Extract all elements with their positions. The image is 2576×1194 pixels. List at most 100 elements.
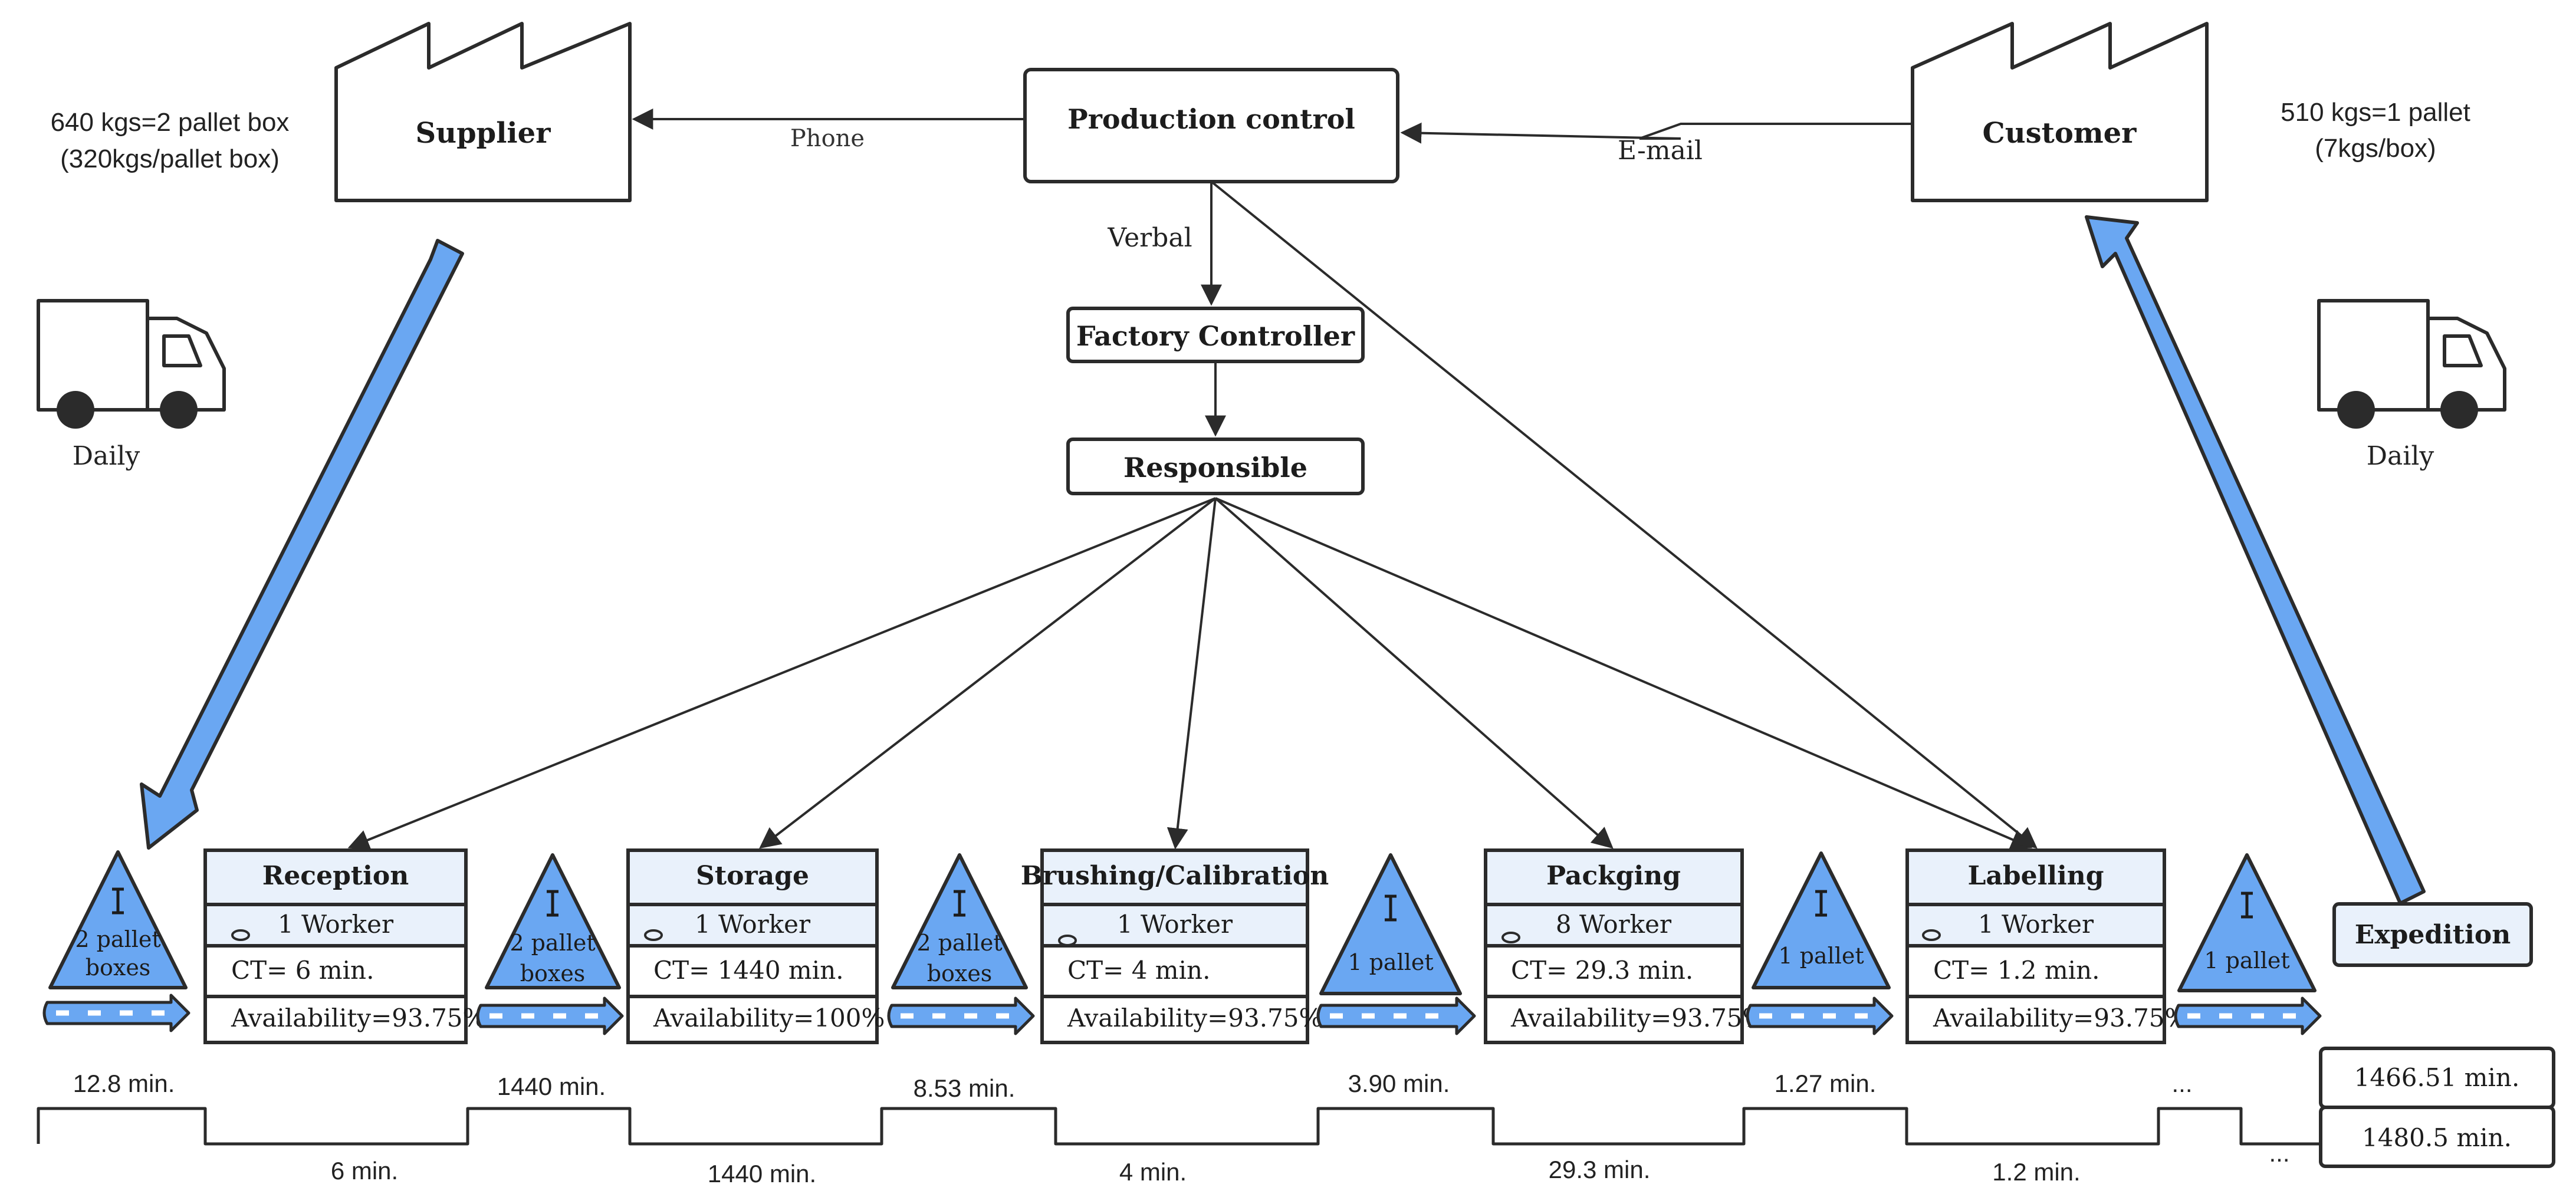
inventory-3: 2 pallet boxes <box>891 853 1028 989</box>
responsible-box: Responsible <box>1066 438 1365 495</box>
process-name: Brushing/Calibration <box>1021 861 1329 891</box>
process-workers: 1 Worker <box>695 910 811 939</box>
production-control-to-labelling-arrow <box>1210 180 2038 849</box>
process-cycle-time: CT= 29.3 min. <box>1511 956 1693 985</box>
customer-note-line2: (7kgs/box) <box>2315 134 2436 163</box>
supplier-label: Supplier <box>416 117 551 150</box>
push-arrow-5 <box>1746 996 1894 1035</box>
operator-icon <box>231 929 250 941</box>
process-time-2: 1440 min. <box>708 1160 816 1188</box>
supplier-factory: Supplier <box>334 22 632 202</box>
push-arrow-4 <box>1316 996 1476 1035</box>
truck-icon-right <box>2317 299 2506 429</box>
process-brushing-calibration: Brushing/Calibration 1 Worker CT= 4 min.… <box>1021 848 1329 1044</box>
process-storage: Storage 1 Worker CT= 1440 min. Availabil… <box>626 848 885 1044</box>
operator-icon <box>1922 929 1941 941</box>
process-workers: 1 Worker <box>1117 910 1233 939</box>
process-reception: Reception 1 Worker CT= 6 min. Availabili… <box>203 848 486 1044</box>
timeline-ladder <box>37 1107 2321 1146</box>
email-label: E-mail <box>1618 136 1703 166</box>
inventory-icon <box>112 887 124 915</box>
responsible-label: Responsible <box>1123 452 1307 483</box>
expedition-box: Expedition <box>2332 902 2533 967</box>
wait-time-4: 3.90 min. <box>1348 1070 1450 1097</box>
inventory-5: 1 pallet <box>1752 851 1891 989</box>
inventory-icon <box>1815 890 1827 917</box>
inventory-icon <box>547 890 558 917</box>
wait-time-6: ... <box>2171 1070 2192 1097</box>
total-process-time: 1480.5 min. <box>2362 1123 2512 1152</box>
customer-label: Customer <box>1983 117 2137 150</box>
inventory-label-line1: 1 pallet <box>1778 943 1864 969</box>
customer-shipment-arrow <box>2085 215 2426 905</box>
process-availability: Availability=93.75% <box>1067 1004 1322 1032</box>
process-packging: Packging 8 Worker CT= 29.3 min. Availabi… <box>1484 848 1766 1044</box>
inventory-label-line1: 1 pallet <box>1348 949 1433 975</box>
process-availability: Availability=93.75% <box>1933 1004 2188 1032</box>
process-availability: Availability=93.75% <box>1510 1004 1766 1032</box>
email-arrow <box>1400 122 1913 144</box>
truck-icon-left <box>37 299 226 429</box>
production-control-box: Production control <box>1023 68 1399 183</box>
wait-time-3: 8.53 min. <box>914 1074 1016 1102</box>
process-labelling: Labelling 1 Worker CT= 1.2 min. Availabi… <box>1905 848 2188 1044</box>
supplier-note-line2: (320kgs/pallet box) <box>60 144 280 173</box>
process-cycle-time: CT= 1440 min. <box>653 956 844 985</box>
process-time-5: 1.2 min. <box>1992 1158 2080 1186</box>
inventory-1: 2 pallet boxes <box>48 850 188 989</box>
process-availability: Availability=93.75% <box>231 1004 486 1032</box>
timeline-totals: 1466.51 min. 1480.5 min. <box>2319 1047 2555 1168</box>
inventory-icon <box>1385 894 1397 922</box>
wait-time-5: 1.27 min. <box>1775 1070 1877 1097</box>
process-time-4: 29.3 min. <box>1549 1156 1651 1183</box>
inventory-label-line1: 2 pallet <box>916 930 1002 956</box>
wait-time-1: 12.8 min. <box>73 1070 175 1097</box>
wait-time-2: 1440 min. <box>497 1073 606 1100</box>
process-availability: Availability=100% <box>653 1004 885 1032</box>
right-truck-frequency: Daily <box>2367 441 2434 471</box>
inventory-label-line2: boxes <box>86 955 151 981</box>
process-workers: 8 Worker <box>1556 910 1672 939</box>
verbal-label: Verbal <box>1107 223 1192 253</box>
push-arrow-6 <box>2174 996 2322 1035</box>
total-lead-time: 1466.51 min. <box>2354 1063 2520 1092</box>
customer-factory: Customer <box>1911 22 2209 202</box>
inventory-label-line1: 2 pallet <box>510 930 595 956</box>
process-name: Labelling <box>1967 861 2104 891</box>
process-name: Packging <box>1546 861 1681 891</box>
inventory-6: 1 pallet <box>2177 853 2317 992</box>
inventory-label-line2: boxes <box>927 961 993 986</box>
factory-controller-label: Factory Controller <box>1076 320 1355 352</box>
inventory-label-line1: 2 pallet <box>75 926 160 952</box>
process-name: Reception <box>262 861 409 891</box>
process-time-6: ... <box>2269 1139 2289 1167</box>
inventory-label-line2: boxes <box>520 961 586 986</box>
production-control-label: Production control <box>1067 103 1355 135</box>
factory-controller-box: Factory Controller <box>1066 307 1365 363</box>
process-cycle-time: CT= 6 min. <box>231 956 374 985</box>
left-truck-frequency: Daily <box>73 441 140 471</box>
process-time-1: 6 min. <box>331 1157 398 1185</box>
process-time-3: 4 min. <box>1119 1158 1187 1186</box>
inventory-2: 2 pallet boxes <box>485 853 621 989</box>
process-workers: 1 Worker <box>278 910 394 939</box>
process-cycle-time: CT= 4 min. <box>1067 956 1210 985</box>
process-name: Storage <box>696 861 809 891</box>
process-cycle-time: CT= 1.2 min. <box>1933 956 2100 985</box>
inventory-icon <box>2241 892 2253 919</box>
supplier-shipment-arrow <box>140 239 464 850</box>
process-workers: 1 Worker <box>1978 910 2094 939</box>
push-arrow-3 <box>887 996 1035 1035</box>
responsible-links <box>347 497 2033 850</box>
supplier-note-line1: 640 kgs=2 pallet box <box>51 108 290 137</box>
operator-icon <box>644 929 663 941</box>
inventory-label-line1: 1 pallet <box>2204 948 2289 973</box>
inventory-icon <box>954 890 965 917</box>
push-arrow-1 <box>42 994 190 1032</box>
inventory-4: 1 pallet <box>1319 853 1462 995</box>
expedition-label: Expedition <box>2355 920 2511 950</box>
push-arrow-2 <box>476 996 624 1035</box>
operator-icon <box>1501 932 1520 943</box>
phone-label: Phone <box>790 125 865 152</box>
